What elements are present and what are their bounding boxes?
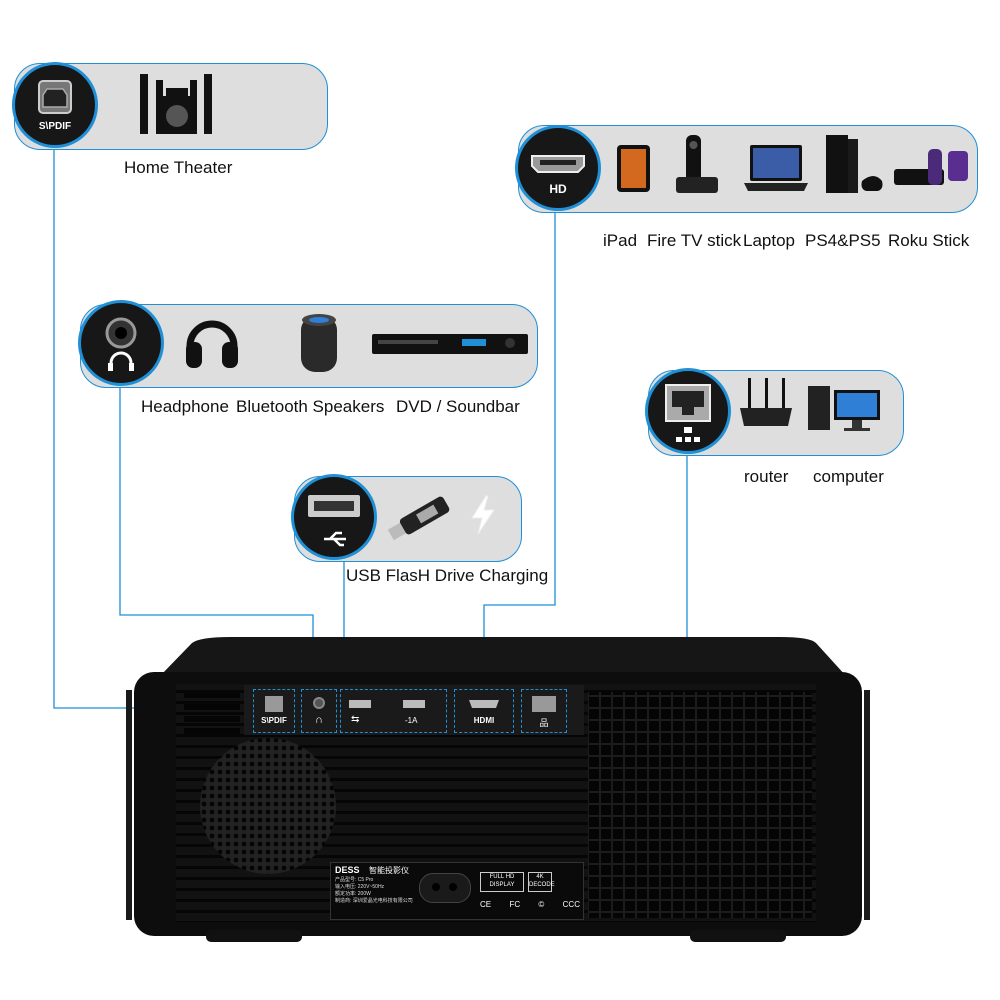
home-theater-icon bbox=[140, 74, 212, 134]
projector-brand: DESS bbox=[335, 865, 360, 875]
usb-caption: USB FlasH Drive Charging bbox=[346, 566, 549, 585]
lan-port-badge bbox=[645, 368, 731, 454]
projector-power-socket bbox=[419, 873, 471, 903]
hdmi-caption-ps4-ps5: PS4&PS5 bbox=[805, 231, 881, 250]
badge-4k-line1: 4K bbox=[536, 874, 544, 880]
headphone-port-badge bbox=[78, 300, 164, 386]
projector-port-usb-group: ⇆ -1A bbox=[340, 689, 447, 733]
projector-port-headphone: ∩ bbox=[301, 689, 337, 733]
badge-fullhd-line1: FULL HD bbox=[489, 874, 515, 880]
projector-usb-icon: ⇆ bbox=[351, 714, 360, 725]
projector-port-spdif: S\PDIF bbox=[253, 689, 295, 733]
audio-caption-headphone: Headphone bbox=[141, 397, 229, 416]
ipad-icon bbox=[617, 145, 650, 192]
cert-fc: FC bbox=[509, 900, 521, 909]
usb-flash-drive-icon bbox=[387, 496, 450, 541]
hdmi-caption-ipad: iPad bbox=[603, 231, 638, 250]
spdif-port-label: S\PDIF bbox=[38, 121, 72, 132]
home-theater-caption: Home Theater bbox=[124, 158, 233, 177]
usb-port-badge bbox=[291, 474, 377, 560]
projector-brand-sub: 智能投影仪 bbox=[369, 866, 409, 875]
hdmi-port-badge: HD bbox=[515, 125, 601, 211]
projector-headphone-icon: ∩ bbox=[315, 714, 323, 726]
projector-spec-line: 产品型号: C5 Pro bbox=[335, 877, 374, 883]
projector-port-spdif-label: S\PDIF bbox=[261, 716, 287, 725]
projector-cert-marks: CE FC © CCC bbox=[480, 900, 580, 909]
projector-port-charge-label: -1A bbox=[405, 716, 418, 725]
projector-badge-4k: 4K DECODE bbox=[528, 872, 555, 892]
cert-ce: CE bbox=[480, 900, 492, 909]
projector-port-hdmi: HDMI bbox=[454, 689, 514, 733]
badge-4k-line2: DECODE bbox=[529, 882, 555, 888]
audio-caption-dvd-soundbar: DVD / Soundbar bbox=[396, 397, 520, 416]
hdmi-caption-roku-stick: Roku Stick bbox=[888, 231, 970, 250]
fire-tv-stick-icon bbox=[676, 135, 718, 193]
spdif-icon bbox=[38, 80, 72, 114]
hdmi-caption-laptop: Laptop bbox=[743, 231, 795, 250]
roku-stick-icon bbox=[894, 149, 968, 185]
computer-icon bbox=[808, 386, 880, 431]
bluetooth-speaker-icon bbox=[301, 314, 337, 372]
badge-fullhd-line2: DISPLAY bbox=[489, 882, 515, 888]
ps4-ps5-icon bbox=[826, 135, 883, 193]
headphone-icon bbox=[186, 320, 238, 368]
router-icon bbox=[740, 378, 792, 426]
ethernet-icon bbox=[665, 384, 711, 442]
spdif-port-badge: S\PDIF bbox=[12, 62, 98, 148]
laptop-icon bbox=[744, 145, 808, 191]
dvd-player-icon bbox=[372, 334, 528, 354]
hdmi-icon bbox=[531, 155, 585, 173]
headphone-jack-icon bbox=[105, 317, 137, 371]
audio-caption-bluetooth-speakers: Bluetooth Speakers bbox=[236, 397, 385, 416]
hdmi-caption-fire-tv-stick: Fire TV stick bbox=[647, 231, 742, 250]
hdmi-port-label: HD bbox=[549, 182, 567, 196]
projector-top-cover bbox=[160, 637, 846, 676]
projector-spec-line: 输入电压: 220V~50Hz bbox=[335, 884, 385, 890]
projector-lan-icon: 品 bbox=[539, 718, 549, 728]
cert-ccc: CCC bbox=[562, 900, 580, 909]
projector-spec-line: 额定功率: 200W bbox=[335, 891, 371, 897]
projector-port-hdmi-label: HDMI bbox=[473, 716, 495, 725]
usb-port-icon bbox=[308, 495, 360, 547]
lan-caption-computer: computer bbox=[813, 467, 884, 486]
projector-grille bbox=[588, 692, 812, 918]
cert-c: © bbox=[538, 900, 545, 909]
projector-badge-fullhd: FULL HD DISPLAY bbox=[480, 872, 524, 892]
projector-fan bbox=[200, 738, 336, 874]
lan-caption-router: router bbox=[744, 467, 789, 486]
projector-port-lan: 品 bbox=[521, 689, 567, 733]
projector-spec-line: 制造商: 深圳爱晶光电科技有限公司 bbox=[335, 898, 413, 904]
charging-bolt-icon bbox=[471, 495, 495, 535]
